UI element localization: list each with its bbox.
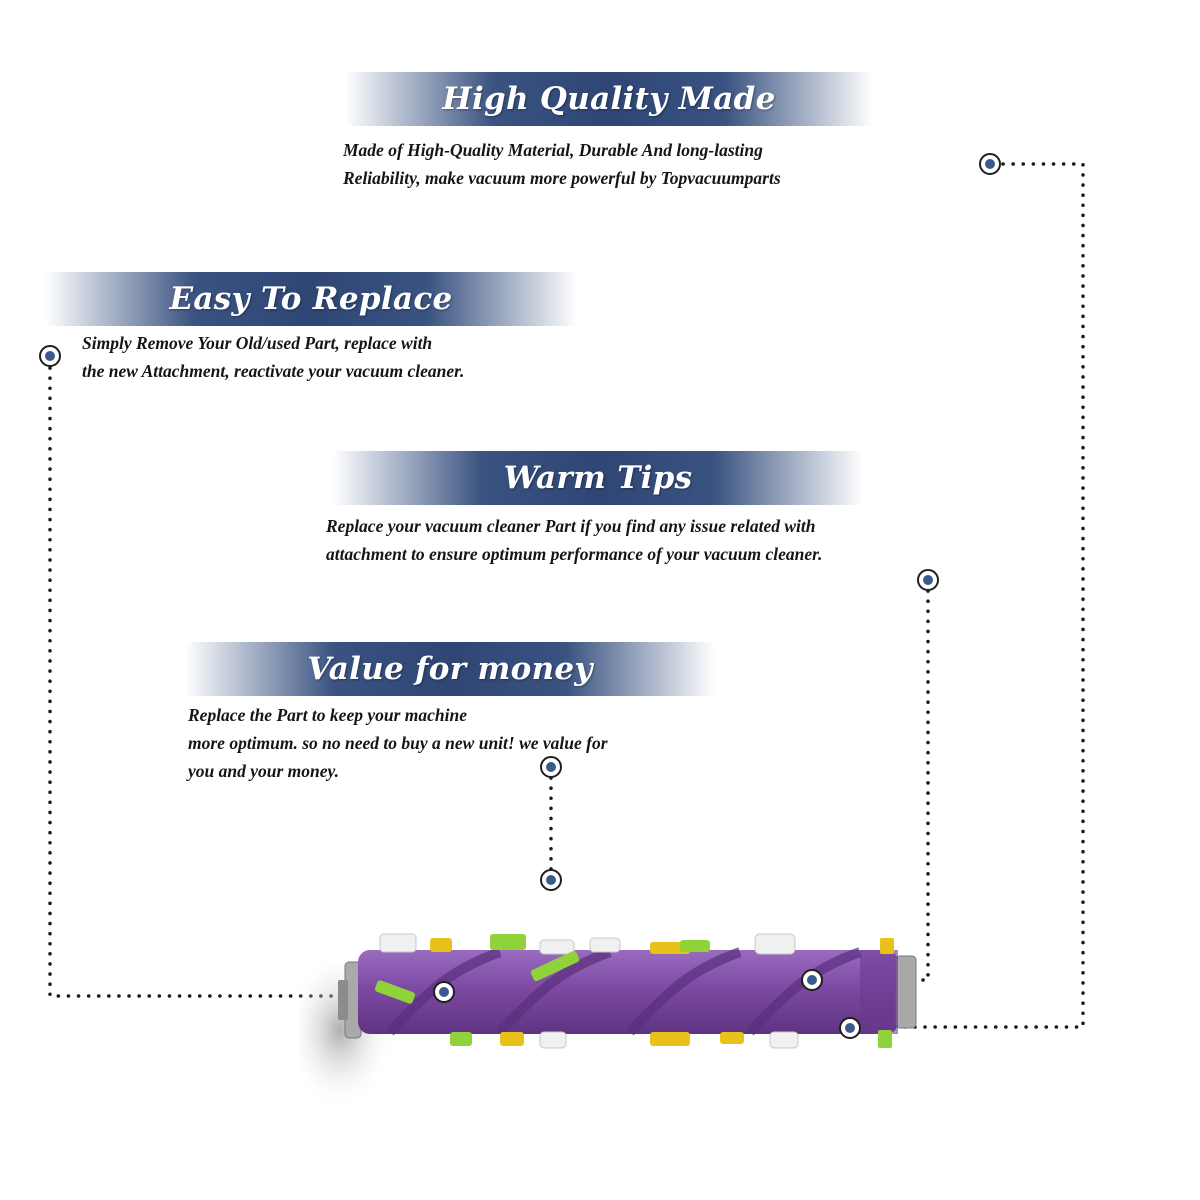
feature-description: Made of High-Quality Material, Durable A… (343, 140, 781, 188)
feature-banner-value: Value for money (185, 642, 715, 696)
marker-dot-icon (39, 345, 61, 367)
feature-title: Easy To Replace (169, 281, 453, 317)
feature-title: Warm Tips (503, 460, 693, 496)
brush-roll-icon (300, 933, 917, 1110)
marker-dot-icon (979, 153, 1001, 175)
feature-description: Replace your vacuum cleaner Part if you … (326, 516, 823, 564)
marker-dot-icon (540, 756, 562, 778)
connector-high-quality (860, 162, 1085, 1029)
feature-description: Replace the Part to keep your machine mo… (188, 705, 608, 781)
connector-warm-tips (808, 589, 930, 982)
feature-description: Simply Remove Your Old/used Part, replac… (82, 333, 465, 381)
marker-dot-icon (917, 569, 939, 591)
marker-dot-icon (540, 869, 562, 891)
feature-banner-high-quality: High Quality Made (345, 72, 873, 126)
feature-title: High Quality Made (442, 81, 776, 117)
feature-banner-easy-replace: Easy To Replace (45, 272, 577, 326)
feature-title: Value for money (307, 651, 593, 687)
feature-banner-warm-tips: Warm Tips (333, 451, 863, 505)
